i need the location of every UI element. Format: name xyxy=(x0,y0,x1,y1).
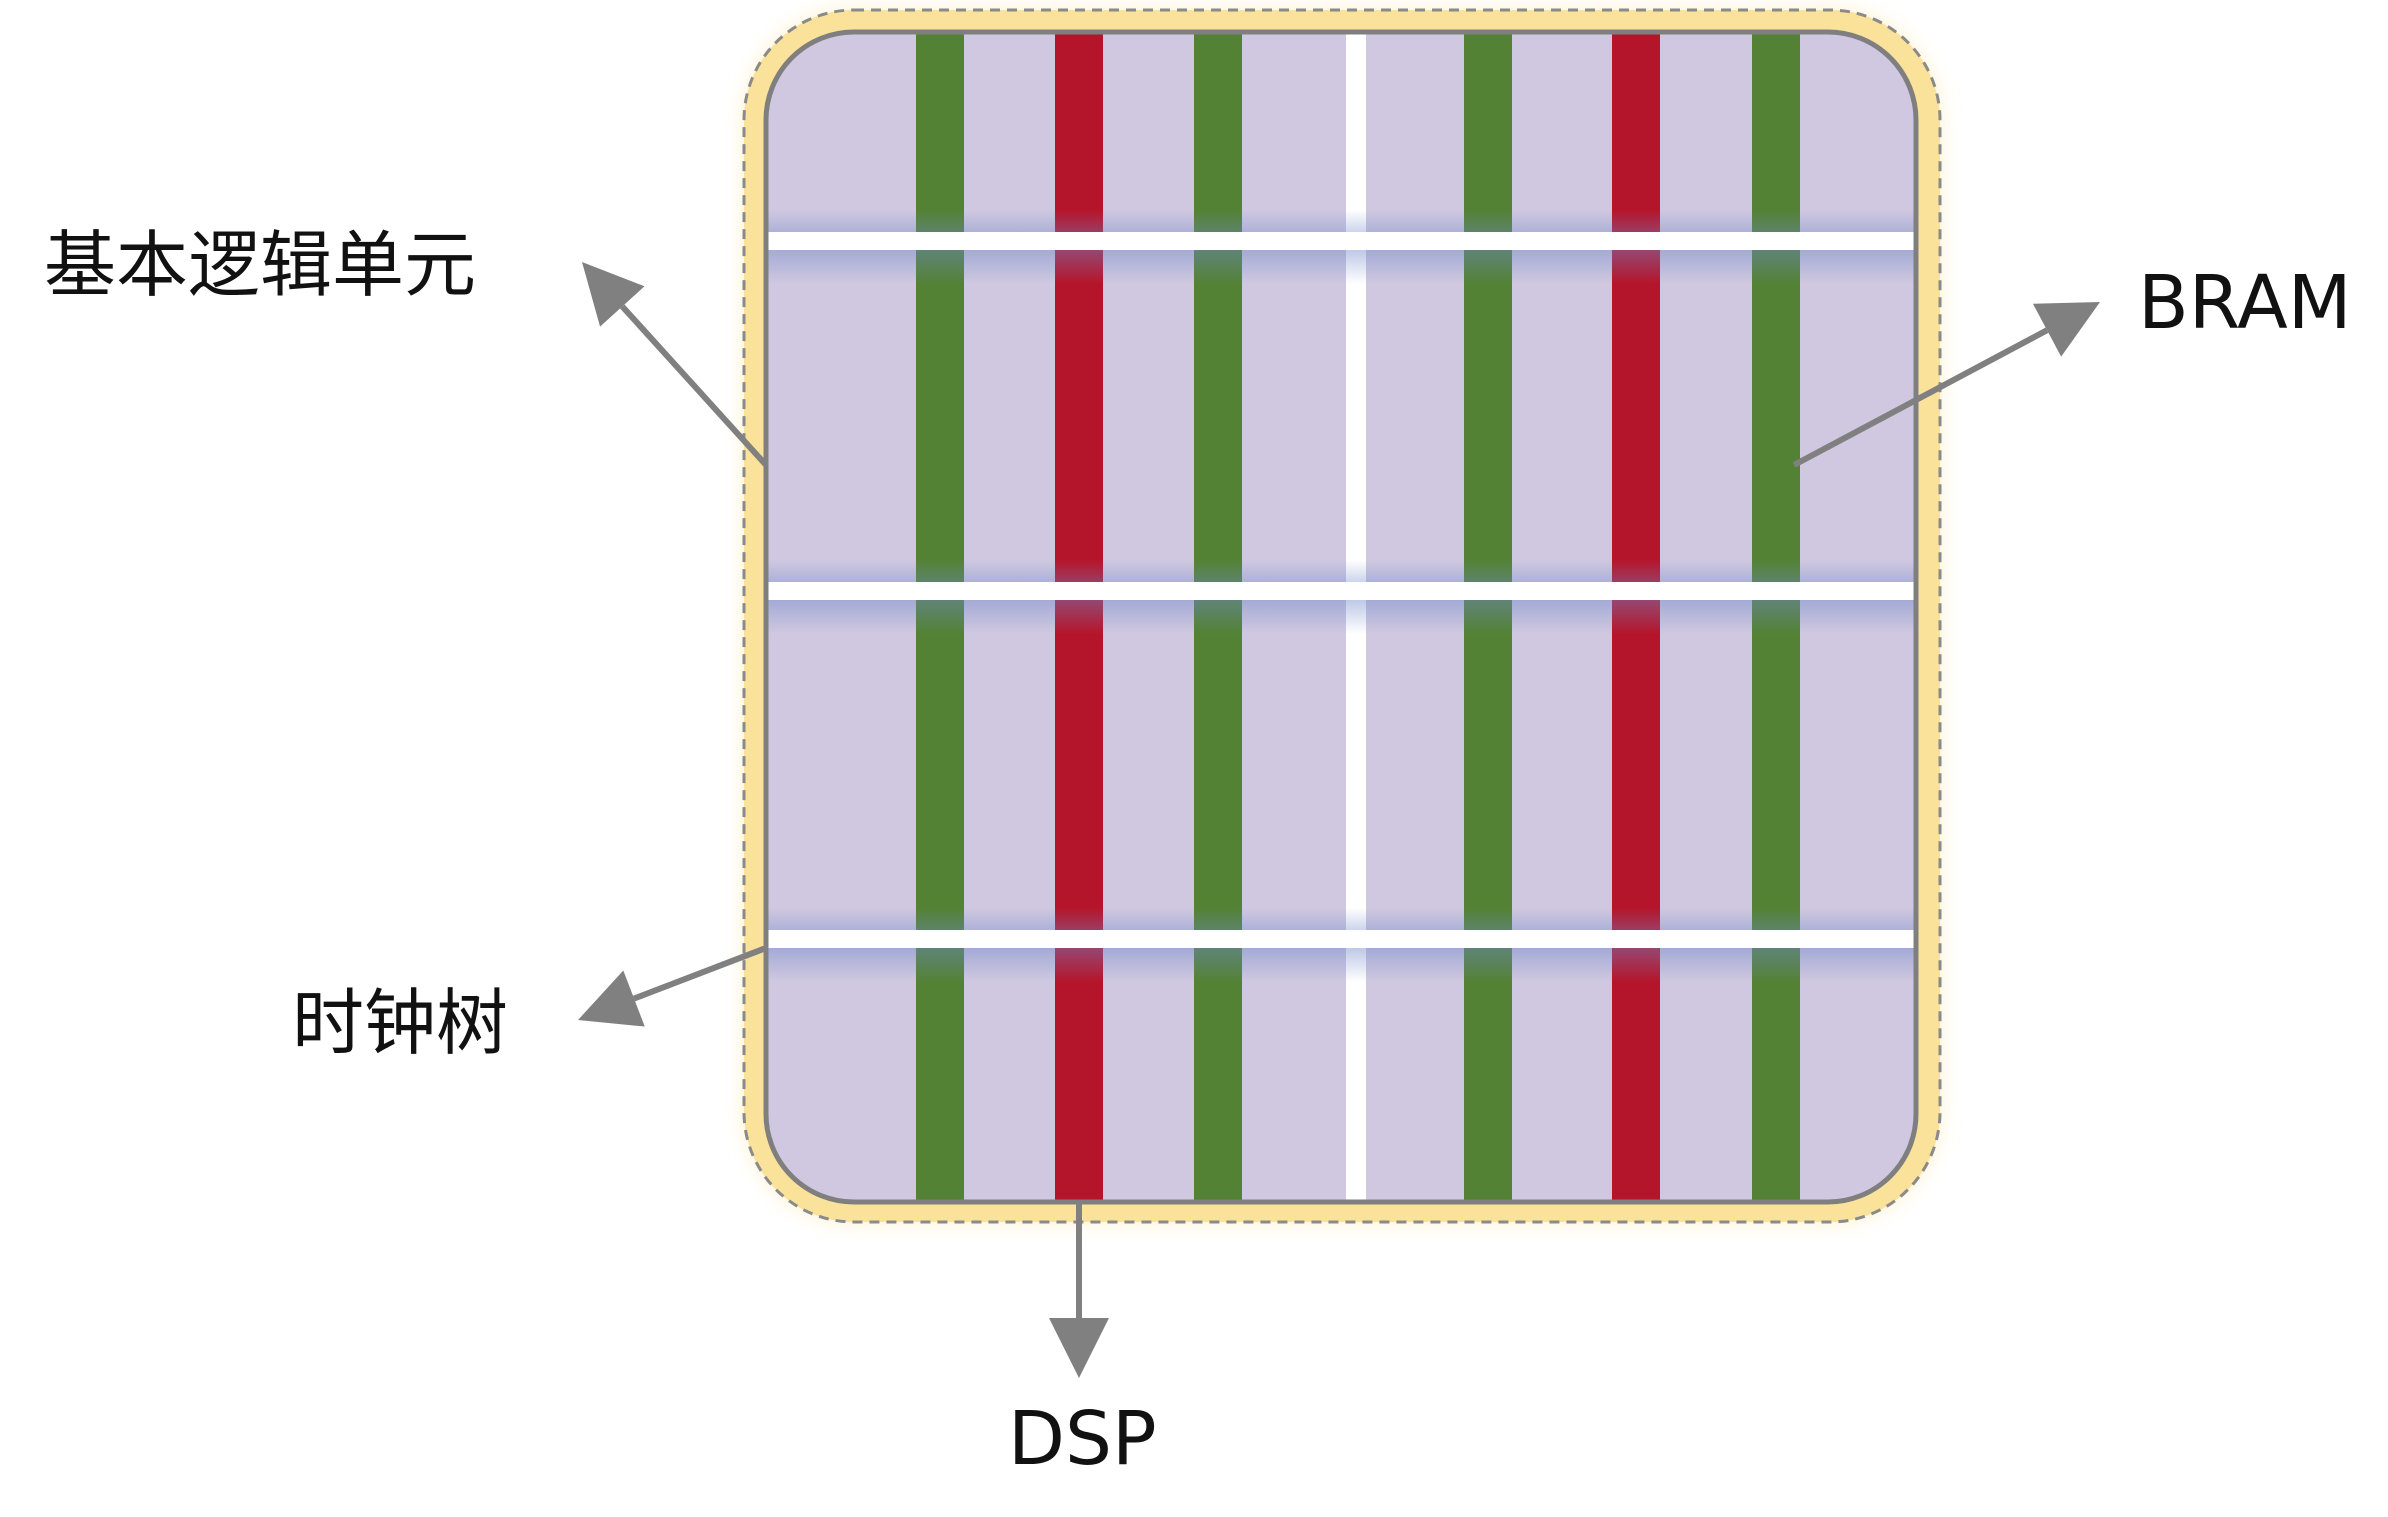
clock-row xyxy=(766,232,1916,250)
chip-border xyxy=(763,29,1919,1205)
row-shadow xyxy=(766,948,1916,982)
arrow-bram-head xyxy=(2032,302,2100,357)
row-shadow xyxy=(766,908,1916,930)
arrow-clock xyxy=(578,945,768,1027)
arrow-dsp xyxy=(1049,1202,1109,1378)
arrow-clock-head xyxy=(578,970,645,1027)
callout-arrows xyxy=(578,262,2100,1378)
label-logic-cell: 基本逻辑单元 xyxy=(44,223,476,307)
label-clock-tree: 时钟树 xyxy=(292,981,508,1065)
row-shadow xyxy=(766,600,1916,634)
arrow-bram-shaft xyxy=(1792,327,2049,468)
row-shadow xyxy=(766,560,1916,582)
arrow-dsp-head xyxy=(1049,1318,1109,1378)
arrow-clock-shaft xyxy=(632,945,768,1002)
label-bram: BRAM xyxy=(2138,260,2352,346)
arrow-logic xyxy=(582,262,769,468)
arrow-bram xyxy=(1792,302,2100,468)
row-shadow xyxy=(766,210,1916,232)
fabric-content xyxy=(766,32,1916,1202)
clock-row xyxy=(766,582,1916,600)
row-shadow xyxy=(766,250,1916,284)
arrow-logic-shaft xyxy=(620,304,769,468)
label-dsp: DSP xyxy=(1008,1396,1157,1482)
clock-row xyxy=(766,930,1916,948)
arrow-logic-head xyxy=(582,262,645,327)
